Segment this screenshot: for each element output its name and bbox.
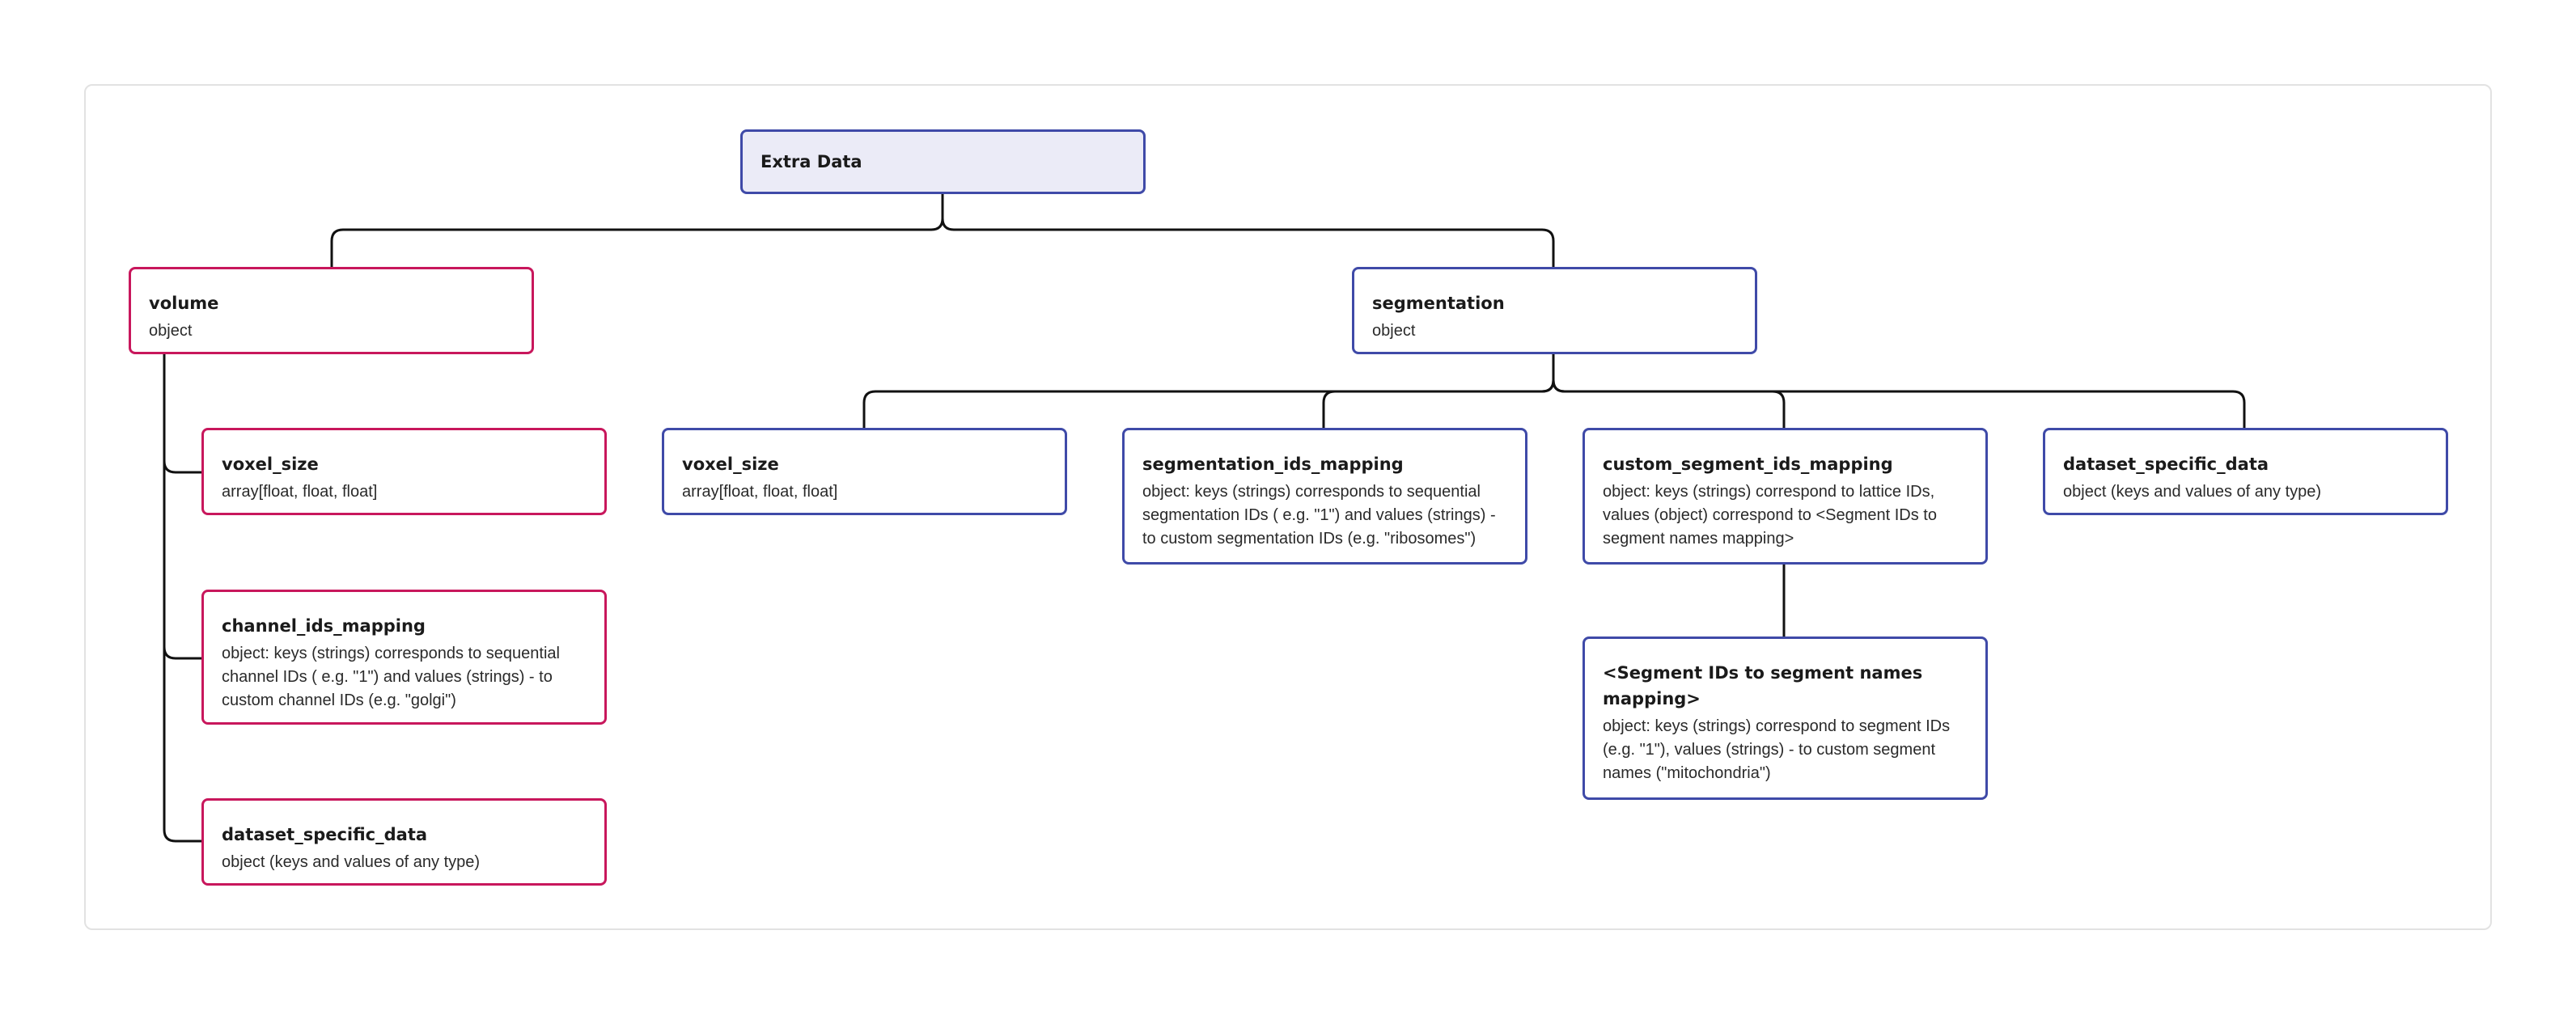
- seg-custom-segment-ids-desc: object: keys (strings) correspond to lat…: [1603, 483, 1937, 548]
- seg-dataset-specific-desc: object (keys and values of any type): [2063, 483, 2322, 501]
- segment-names-mapping-desc: object: keys (strings) correspond to seg…: [1603, 717, 1951, 782]
- volume-dataset-specific-desc: object (keys and values of any type): [222, 853, 481, 871]
- segment-names-mapping-title: <Segment IDs to segment names mapping>: [1603, 663, 1923, 708]
- volume-voxel-size-node: voxel_size array[float, float, float]: [201, 428, 607, 515]
- seg-segmentation-ids-desc: object: keys (strings) corresponds to se…: [1142, 483, 1496, 548]
- volume-dataset-specific-title: dataset_specific_data: [222, 825, 428, 844]
- volume-voxel-size-title: voxel_size: [222, 455, 319, 474]
- seg-custom-segment-ids-title: custom_segment_ids_mapping: [1603, 455, 1893, 474]
- seg-voxel-size-desc: array[float, float, float]: [682, 483, 838, 501]
- volume-channel-ids-desc: object: keys (strings) corresponds to se…: [222, 645, 560, 709]
- seg-custom-segment-ids-node: custom_segment_ids_mapping object: keys …: [1582, 428, 1988, 565]
- seg-dataset-specific-node: dataset_specific_data object (keys and v…: [2043, 428, 2448, 515]
- root-node: Extra Data: [740, 129, 1146, 194]
- seg-segmentation-ids-title: segmentation_ids_mapping: [1142, 455, 1404, 474]
- volume-title: volume: [149, 294, 219, 313]
- volume-node: volume object: [129, 267, 534, 354]
- volume-type: object: [149, 322, 193, 340]
- segmentation-node: segmentation object: [1352, 267, 1757, 354]
- segmentation-title: segmentation: [1372, 294, 1505, 313]
- volume-channel-ids-node: channel_ids_mapping object: keys (string…: [201, 590, 607, 725]
- segment-names-mapping-node: <Segment IDs to segment names mapping> o…: [1582, 636, 1988, 800]
- seg-dataset-specific-title: dataset_specific_data: [2063, 455, 2269, 474]
- volume-channel-ids-title: channel_ids_mapping: [222, 616, 426, 636]
- volume-voxel-size-desc: array[float, float, float]: [222, 483, 378, 501]
- seg-voxel-size-node: voxel_size array[float, float, float]: [662, 428, 1067, 515]
- root-title: Extra Data: [761, 152, 862, 171]
- segmentation-type: object: [1372, 322, 1416, 340]
- seg-voxel-size-title: voxel_size: [682, 455, 779, 474]
- volume-dataset-specific-node: dataset_specific_data object (keys and v…: [201, 798, 607, 886]
- seg-segmentation-ids-node: segmentation_ids_mapping object: keys (s…: [1122, 428, 1527, 565]
